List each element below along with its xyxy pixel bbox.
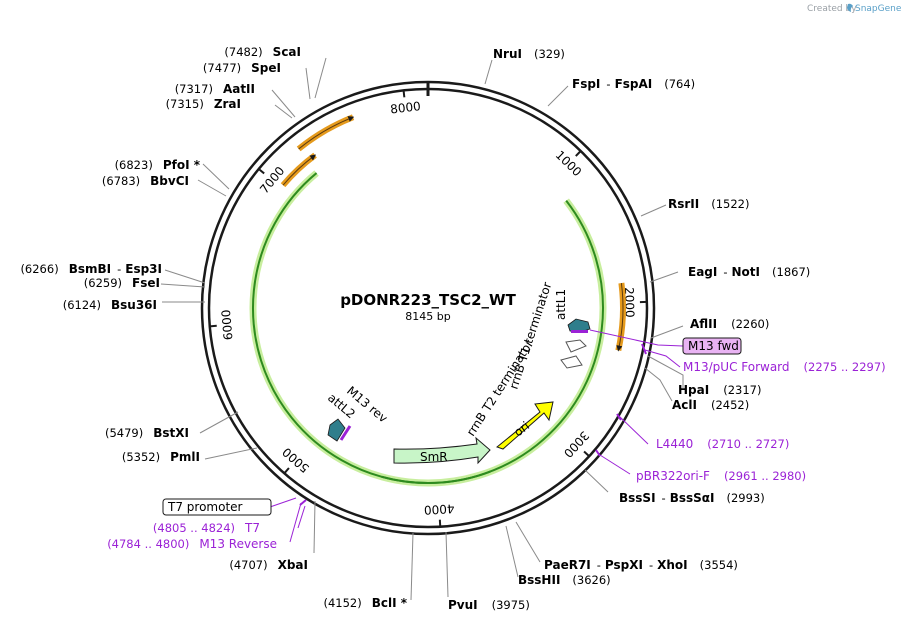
- t7-promoter-label: T7 promoter: [167, 500, 243, 514]
- tick-5000: [283, 467, 290, 474]
- lower-feature-arc: [381, 470, 491, 484]
- snapgene-logo-icon: [847, 3, 853, 12]
- attl2-feature[interactable]: [327, 418, 346, 442]
- enzyme-zrai[interactable]: (7315)ZraI: [166, 97, 241, 111]
- attl1-primer-mark: [571, 330, 588, 333]
- enzyme-eagi-noti[interactable]: EagI-NotI(1867): [688, 265, 810, 279]
- m13-fwd-box[interactable]: [682, 337, 742, 355]
- tick-label-5000: 5000: [280, 445, 312, 476]
- enzyme-spei[interactable]: (7477)SpeI: [203, 61, 281, 75]
- primer-t7[interactable]: (4805 .. 4824)T7: [153, 521, 260, 535]
- enzyme-bbvci[interactable]: (6783)BbvCI: [102, 174, 189, 188]
- enzyme-bsu36i[interactable]: (6124)Bsu36I: [63, 298, 157, 312]
- enzyme-pvui[interactable]: PvuI(3975): [448, 598, 530, 612]
- enzyme-bsmbi-esp3i[interactable]: (6266)BsmBI-Esp3I: [20, 262, 162, 276]
- snapgene-brand: SnapGene: [855, 4, 902, 14]
- tick-3000: [583, 450, 590, 457]
- primer-labels: M13 fwd M13/pUC Forward(2275 .. 2297) L4…: [107, 337, 886, 551]
- attl2-primer-mark: [339, 425, 352, 441]
- plasmid-name: pDONR223_TSC2_WT: [340, 291, 516, 309]
- enzyme-labels: NruI(329) FspI-FspAI(764) RsrII(1522) Ea…: [448, 47, 810, 612]
- enzyme-bsshii[interactable]: BssHII(3626): [518, 573, 611, 587]
- ori-feature[interactable]: [495, 401, 554, 450]
- rrnb-t2-feature[interactable]: [560, 355, 583, 369]
- plasmid-length: 8145 bp: [405, 310, 450, 323]
- enzyme-nrui[interactable]: NruI(329): [493, 47, 565, 61]
- smr-label: SmR: [420, 450, 448, 464]
- enzyme-pmli[interactable]: (5352)PmlI: [122, 450, 200, 464]
- orf-arrow-top-inner[interactable]: [280, 152, 317, 188]
- tick-1000: [575, 150, 582, 157]
- orf-arrow-top-inner-line: [282, 154, 317, 186]
- smr-feature[interactable]: [393, 436, 491, 465]
- attl1-feature[interactable]: [567, 318, 591, 333]
- enzyme-xbai[interactable]: (4707)XbaI: [229, 558, 308, 572]
- enzyme-leaders: [160, 57, 684, 601]
- enzyme-bstxi[interactable]: (5479)BstXI: [105, 426, 189, 440]
- enzyme-paer7i-pspxi-xhoi[interactable]: PaeR7I-PspXI-XhoI(3554): [544, 558, 738, 572]
- enzyme-labels-left: (4152)BclI * (4707)XbaI (5352)PmlI (5479…: [20, 45, 407, 610]
- primer-m13-puc-forward[interactable]: M13/pUC Forward(2275 .. 2297): [683, 360, 886, 374]
- enzyme-bsssi-bsssai[interactable]: BssSI-BssSαI(2993): [619, 491, 765, 505]
- t7-promoter-box[interactable]: [162, 498, 272, 516]
- enzyme-fsei[interactable]: (6259)FseI: [84, 276, 160, 290]
- enzyme-aflii[interactable]: AflII(2260): [690, 317, 769, 331]
- m13-fwd-label: M13 fwd: [688, 339, 739, 353]
- insert-glow: [249, 170, 607, 487]
- enzyme-acli[interactable]: AclI(2452): [672, 398, 749, 412]
- tick-label-4000: 4000: [424, 501, 455, 517]
- tick-8000: [402, 90, 406, 98]
- orf-arrow-top-outer-line: [298, 116, 355, 150]
- enzyme-aatii[interactable]: (7317)AatII: [175, 82, 255, 96]
- orf-arrow-top-outer[interactable]: [296, 114, 355, 152]
- tick-label-7000: 7000: [257, 164, 287, 196]
- enzyme-fspi-fspai[interactable]: FspI-FspAI(764): [572, 77, 695, 91]
- tick-label-6000: 6000: [219, 309, 236, 341]
- tick-label-8000: 8000: [390, 99, 422, 116]
- rrnb-t1-feature[interactable]: [565, 339, 587, 353]
- orf-arrows: [280, 114, 626, 352]
- orf-arrow-top-outer-body: [296, 114, 355, 152]
- primer-marks: [299, 343, 647, 506]
- enzyme-hpai[interactable]: HpaI(2317): [678, 383, 761, 397]
- created-by-text: Created by: [807, 4, 857, 14]
- feature-layer: ori SmR attL1 rrnB T1 terminator rrnB T2…: [325, 280, 591, 484]
- enzyme-pfoi[interactable]: (6823)PfoI *: [115, 158, 201, 172]
- primer-leaders: [269, 329, 684, 543]
- enzyme-bcli[interactable]: (4152)BclI *: [323, 596, 407, 610]
- primer-pbr322ori-f[interactable]: pBR322ori-F(2961 .. 2980): [636, 469, 806, 483]
- orf-arrow-right[interactable]: [615, 282, 626, 352]
- attl1-label: attL1: [554, 289, 568, 320]
- orf-arrow-right-line: [616, 282, 624, 352]
- enzyme-scai[interactable]: (7482)ScaI: [224, 45, 301, 59]
- primer-m13-reverse[interactable]: (4784 .. 4800)M13 Reverse: [107, 537, 277, 551]
- tick-7000: [258, 168, 265, 175]
- tick-6000: [209, 324, 217, 328]
- enzyme-rsrii[interactable]: RsrII(1522): [668, 197, 749, 211]
- primer-l4440[interactable]: L4440(2710 .. 2727): [656, 437, 789, 451]
